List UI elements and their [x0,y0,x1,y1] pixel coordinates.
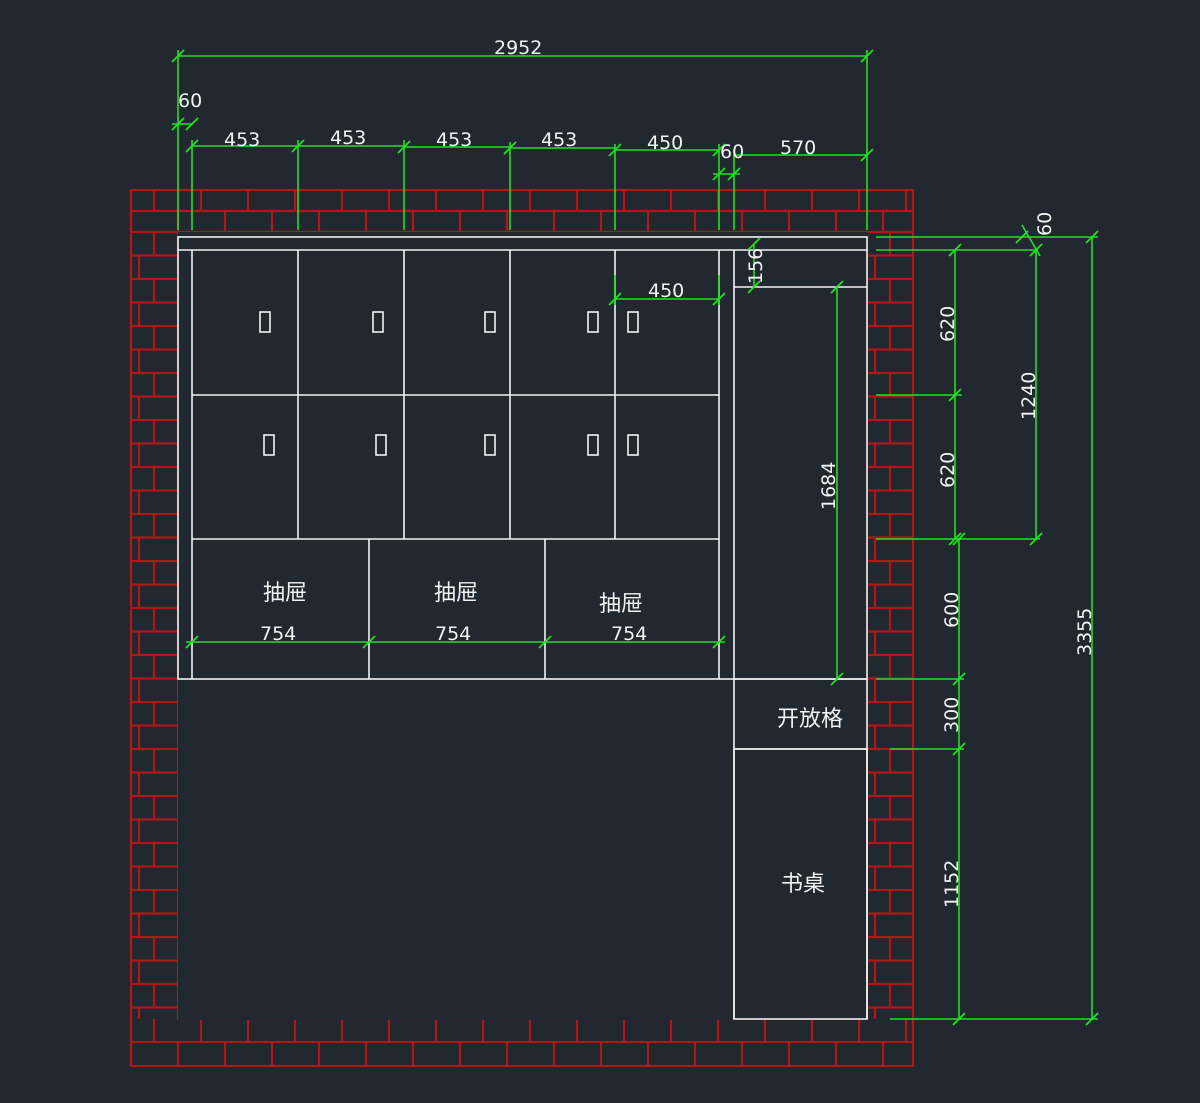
drawer-label-1: 抽屉 [263,581,307,606]
door-handle-icon [587,434,599,456]
dim-inner-door: 450 [648,280,684,302]
dim-right-section: 570 [780,137,816,159]
dim-tick [171,117,185,131]
dim-tick [727,167,741,181]
dim-left-panel: 60 [178,90,202,112]
dim-tick [712,292,726,306]
dim-divider-panel: 60 [720,141,744,163]
cabinet-outline [177,236,868,680]
dim-tick [952,672,966,686]
dim-tick [830,672,844,686]
brick-wall [129,188,915,1068]
dim-tick [952,742,966,756]
dim-tick [712,143,726,157]
door-handle-icon [484,434,496,456]
door-handle-icon [375,434,387,456]
dim-tick [1015,230,1029,244]
dim-tick [712,167,726,181]
cabinet [177,236,868,1020]
brick-line [129,188,915,1068]
door-handle-icon [259,311,271,333]
door-handle-icon [627,311,639,333]
door-handles [259,311,639,456]
dim-tick [952,532,966,546]
dim-drawer-width-1: 754 [260,623,296,645]
dim-door-4: 453 [541,129,577,151]
door-handle-icon [484,311,496,333]
dim-tick [948,532,962,546]
dim-top-panel-right: 60 [1034,212,1056,236]
dim-tick [185,139,199,153]
dim-tick [608,292,622,306]
dim-door-5: 450 [647,132,683,154]
drawer-label-3: 抽屉 [599,592,643,617]
dim-tick [747,237,761,251]
dim-door-3: 453 [436,129,472,151]
dim-tick [948,388,962,402]
dim-desk-height: 1152 [941,860,963,908]
dimension-texts: 2952 60 453 453 453 453 450 60 570 450 1… [178,37,1096,908]
dim-tick [608,143,622,157]
dim-upper-total: 1240 [1018,372,1040,420]
dim-tick [185,635,199,649]
dim-tick [291,139,305,153]
door-handle-icon [263,434,275,456]
dim-total-height: 3355 [1074,608,1096,656]
dim-drawer-width-3: 754 [611,623,647,645]
dim-wardrobe-height: 1684 [818,462,840,510]
dim-tick [747,280,761,294]
dim-top-gap: 156 [745,248,767,284]
dim-drawer-height: 600 [941,592,963,628]
dim-door-1: 453 [224,129,260,151]
desk-label: 书桌 [781,872,825,897]
dim-tick [538,635,552,649]
dim-tick [171,49,185,63]
dim-tick [1085,1012,1099,1026]
dim-tick [1085,230,1099,244]
dim-tick [397,140,411,154]
dim-tick [952,1012,966,1026]
dim-lower-row: 620 [937,452,959,488]
dim-tick [503,141,517,155]
door-handle-icon [587,311,599,333]
open-shelf-label: 开放格 [777,707,843,732]
drawer-label-2: 抽屉 [434,581,478,606]
dim-upper-row: 620 [937,306,959,342]
section-labels: 抽屉 抽屉 抽屉 开放格 书桌 [263,581,843,897]
dim-tick [948,243,962,257]
room-interior [178,232,868,1020]
dim-tick [830,280,844,294]
dim-drawer-width-2: 754 [435,623,471,645]
dim-tick [185,117,199,131]
dim-tick [362,635,376,649]
dim-total-width: 2952 [494,37,542,59]
door-handle-icon [372,311,384,333]
dimension-lines [171,49,1099,1026]
dim-line-top-panel-right [1021,224,1041,257]
dim-tick [1029,532,1043,546]
dim-open-shelf-height: 300 [941,697,963,733]
dim-door-2: 453 [330,127,366,149]
dim-tick [860,148,874,162]
dim-tick [712,635,726,649]
door-handle-icon [627,434,639,456]
dim-tick [860,49,874,63]
